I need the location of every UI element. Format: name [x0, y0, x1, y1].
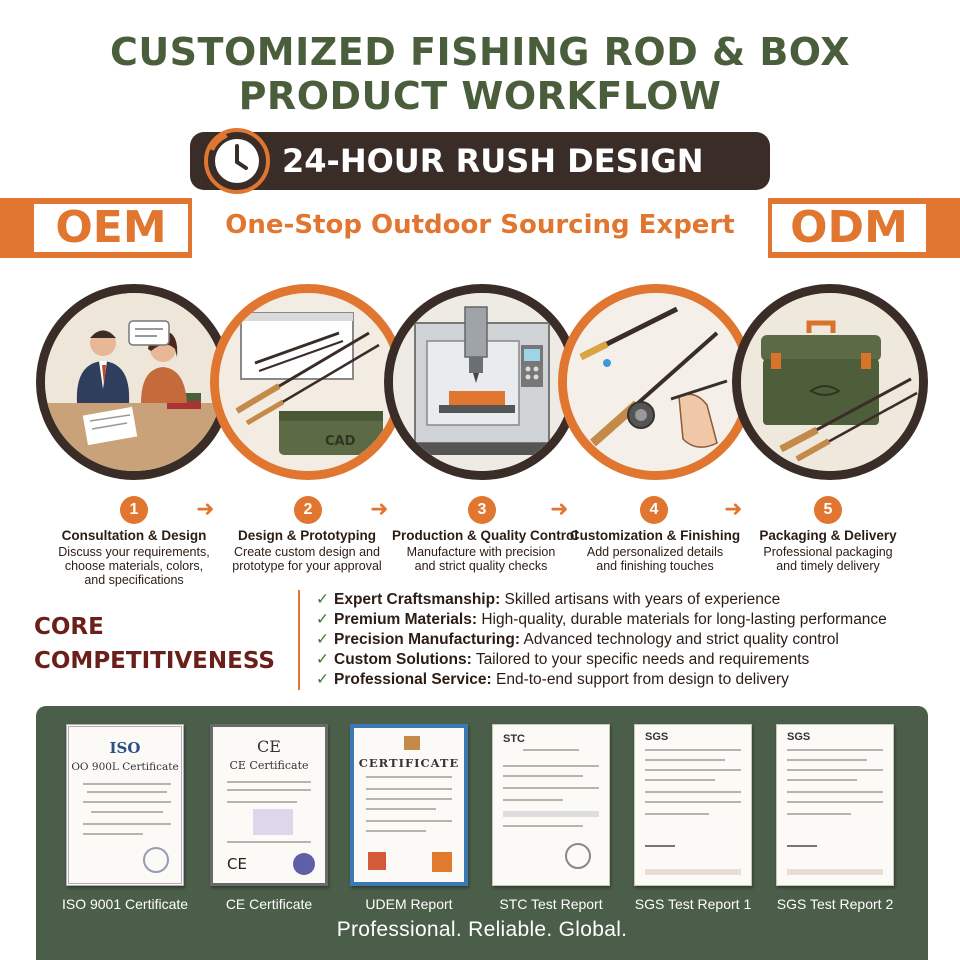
certificate-label: SGS Test Report 1 — [634, 896, 752, 912]
prototyping-illustration: CAD — [210, 284, 406, 480]
sgs-report-1-document: SGS — [634, 724, 752, 886]
arrow-right-icon: ➜ — [370, 496, 389, 521]
step-4-title: Customization & Finishing — [569, 528, 741, 543]
arrow-right-icon: ➜ — [724, 496, 743, 521]
page-title-line2: PRODUCT WORKFLOW — [238, 74, 722, 118]
checkmark-icon: ✓ — [316, 651, 329, 668]
step-5-number: 5 — [814, 496, 842, 524]
feature-item: ✓Expert Craftsmanship: Skilled artisans … — [316, 591, 781, 608]
step-4-number: 4 — [640, 496, 668, 524]
step-3-number: 3 — [468, 496, 496, 524]
oem-band: OEM — [0, 198, 192, 258]
step-3-title: Production & Quality Control — [392, 528, 578, 543]
step-2-number: 2 — [294, 496, 322, 524]
cad-box-label: CAD — [325, 434, 356, 449]
packaging-illustration — [732, 284, 928, 480]
ce-certificate-document: CE CE Certificate CE — [210, 724, 328, 886]
certificate-label: STC Test Report — [499, 896, 603, 912]
oem-badge: OEM — [34, 204, 188, 252]
feature-item: ✓Precision Manufacturing: Advanced techn… — [316, 631, 839, 648]
step-1-description: Discuss your requirements,choose materia… — [58, 545, 210, 587]
arrow-right-icon: ➜ — [550, 496, 569, 521]
checkmark-icon: ✓ — [316, 591, 329, 608]
feature-item: ✓Premium Materials: High-quality, durabl… — [316, 611, 887, 628]
feature-item: ✓Custom Solutions: Tailored to your spec… — [316, 651, 810, 668]
consultation-illustration — [36, 284, 232, 480]
odm-band: ODM — [768, 198, 960, 258]
divider — [298, 590, 300, 690]
certificate-label: CE Certificate — [225, 896, 313, 912]
certificate-label: SGS Test Report 2 — [776, 896, 894, 912]
rush-design-label: 24-HOUR RUSH DESIGN — [282, 142, 704, 180]
rush-design-banner: 24-HOUR RUSH DESIGN — [190, 128, 770, 194]
step-1-number: 1 — [120, 496, 148, 524]
iso-certificate-document: ISO OO 900L Certificate — [66, 724, 184, 886]
tagline: One-Stop Outdoor Sourcing Expert — [225, 210, 735, 240]
step-1-title: Consultation & Design — [61, 528, 207, 543]
core-competitiveness-heading: CORE COMPETITIVENESS — [34, 614, 275, 674]
page-title-line1: CUSTOMIZED FISHING ROD & BOX — [109, 30, 851, 74]
clock-icon — [204, 128, 270, 194]
feature-item: ✓Professional Service: End-to-end suppor… — [316, 671, 789, 688]
certificate-label: ISO 9001 Certificate — [61, 896, 189, 912]
sgs-report-2-document: SGS — [776, 724, 894, 886]
stc-report-document: STC — [492, 724, 610, 886]
checkmark-icon: ✓ — [316, 671, 329, 688]
production-illustration — [384, 284, 580, 480]
arrow-right-icon: ➜ — [196, 496, 215, 521]
checkmark-icon: ✓ — [316, 611, 329, 628]
footer-slogan: Professional. Reliable. Global. — [336, 918, 628, 941]
step-5-title: Packaging & Delivery — [759, 528, 897, 543]
certificate-label: UDEM Report — [365, 896, 453, 912]
udem-certificate-document: CERTIFICATE — [350, 724, 468, 886]
checkmark-icon: ✓ — [316, 631, 329, 648]
customization-illustration — [558, 284, 754, 480]
step-2-title: Design & Prototyping — [238, 528, 376, 543]
odm-badge: ODM — [772, 204, 926, 252]
